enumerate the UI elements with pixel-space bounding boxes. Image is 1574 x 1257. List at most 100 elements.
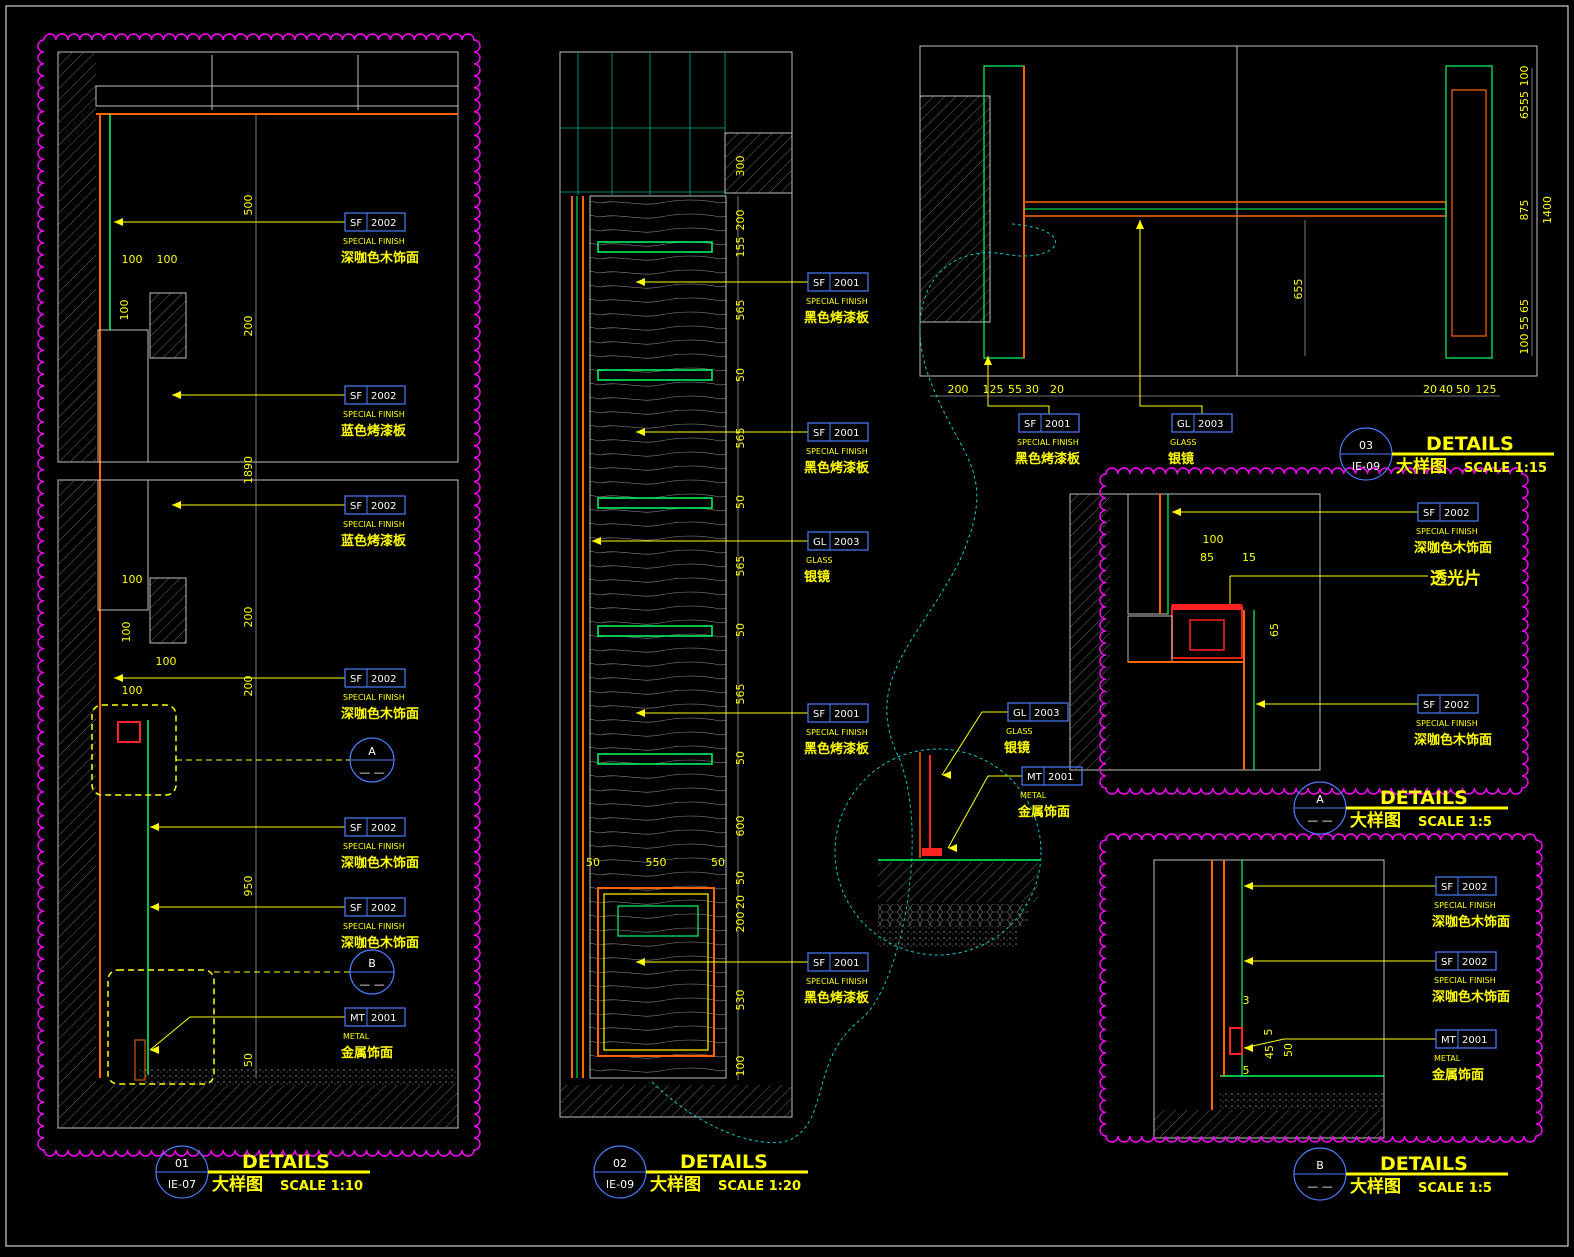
tag-code: MT [1441,1035,1457,1046]
tag-frame [344,495,406,515]
tag-code: SF [1024,419,1036,430]
detail-01-wall-hatch [58,52,96,462]
dimension-label: 125 [983,383,1004,396]
section-callout: A— — [349,737,395,783]
dimension-label: 55 [1518,91,1531,105]
detail-title: DETAILS [1380,1153,1468,1175]
dimension-label: 500 [242,195,255,216]
dimension-label: 65 [1518,299,1531,313]
dimension-label: 65 [1268,623,1281,637]
leader-arrow [1172,508,1181,516]
leader-line [987,356,1050,414]
detail-01-blue-panel-upper [97,329,149,463]
tag-frame [1435,1029,1497,1049]
tag-frame [1435,876,1497,896]
tag-number: 2001 [834,428,859,439]
callout-sub: — — [359,978,385,991]
dimension-label: 50 [586,856,600,869]
dimension-label: 100 [122,684,143,697]
dimension-label: 1400 [1541,196,1554,224]
magnifier-circle [834,748,1042,956]
dimension-label: 65 [1518,105,1531,119]
leader-arrow [592,537,601,545]
dimension-label: 100 [122,573,143,586]
tag-type: METAL [1020,791,1047,800]
tag-frame [344,817,406,837]
tag-type: SPECIAL FINISH [1017,438,1079,447]
detail-number: 02 [613,1157,627,1170]
dimension-label: 100 [734,1056,747,1077]
leader-line [1243,1038,1436,1049]
leader-line [1139,220,1203,414]
detail-number: A [1316,793,1324,806]
detail-01-red-bracket [117,721,141,743]
leader-arrow [984,356,992,365]
tag-frame [807,703,869,723]
tag-frame [807,952,869,972]
callout-label: B [368,957,376,970]
tag-code: SF [1441,882,1453,893]
tag-type: SPECIAL FINISH [806,297,868,306]
tag-description: 蓝色烤漆板 [341,533,407,549]
tag-type: METAL [1434,1054,1461,1063]
tag-code: SF [813,958,825,969]
detail-02-floor-hatch [560,1085,792,1117]
tag-description: 金属饰面 [340,1045,393,1061]
detail-03-right-column-inner [1451,89,1487,337]
tag-type: SPECIAL FINISH [343,693,405,702]
tag-code: SF [1423,700,1435,711]
dimension-label: 100 [122,253,143,266]
tag-type: SPECIAL FINISH [343,237,405,246]
tag-description: 黑色烤漆板 [804,990,870,1006]
tag-type: SPECIAL FINISH [1434,901,1496,910]
dimension-label: 155 [734,237,747,258]
detail-03-wall-hatch [919,95,991,323]
tag-frame [344,385,406,405]
tag-code: GL [1177,419,1191,430]
section-callout: B — — [349,949,395,995]
tag-frame [1417,694,1479,714]
tag-number: 2001 [371,1013,396,1024]
tag-type: SPECIAL FINISH [343,922,405,931]
detail-02-cabinet-drawer [617,905,699,937]
detail-number: 03 [1359,439,1373,452]
tag-type: SPECIAL FINISH [343,842,405,851]
leader-arrow [636,709,645,717]
detail-01-skirting [134,1039,146,1081]
detail-number: 01 [175,1157,189,1170]
dimension-label: 50 [1282,1043,1295,1057]
tag-number: 2001 [834,958,859,969]
leader-arrow [1136,220,1144,229]
detail-sheet-ref: — — [1307,1180,1333,1193]
tag-type: SPECIAL FINISH [806,447,868,456]
tag-number: 2001 [834,278,859,289]
detail-02-cabinet-outer [597,887,715,1057]
tag-number: 2003 [1198,419,1223,430]
dimension-label: 5 [1243,1064,1250,1077]
tag-number: 2002 [1462,882,1487,893]
callout-label: A [368,745,376,758]
leader-arrow [1244,1044,1253,1052]
tag-code: SF [813,278,825,289]
magnifier-floor-hatch [878,862,1038,902]
tag-description: 黑色烤漆板 [1015,451,1081,467]
tag-type: SPECIAL FINISH [1416,719,1478,728]
dimension-label: 30 [1025,383,1039,396]
tag-number: 2002 [1444,508,1469,519]
detail-subtitle: 大样图 [212,1174,263,1195]
tag-description: 银镜 [1004,740,1030,756]
tag-description: 黑色烤漆板 [804,310,870,326]
dimension-label: 5 [1262,1029,1275,1036]
dimension-label: 20 [1050,383,1064,396]
sheet-frame [5,5,1569,1247]
